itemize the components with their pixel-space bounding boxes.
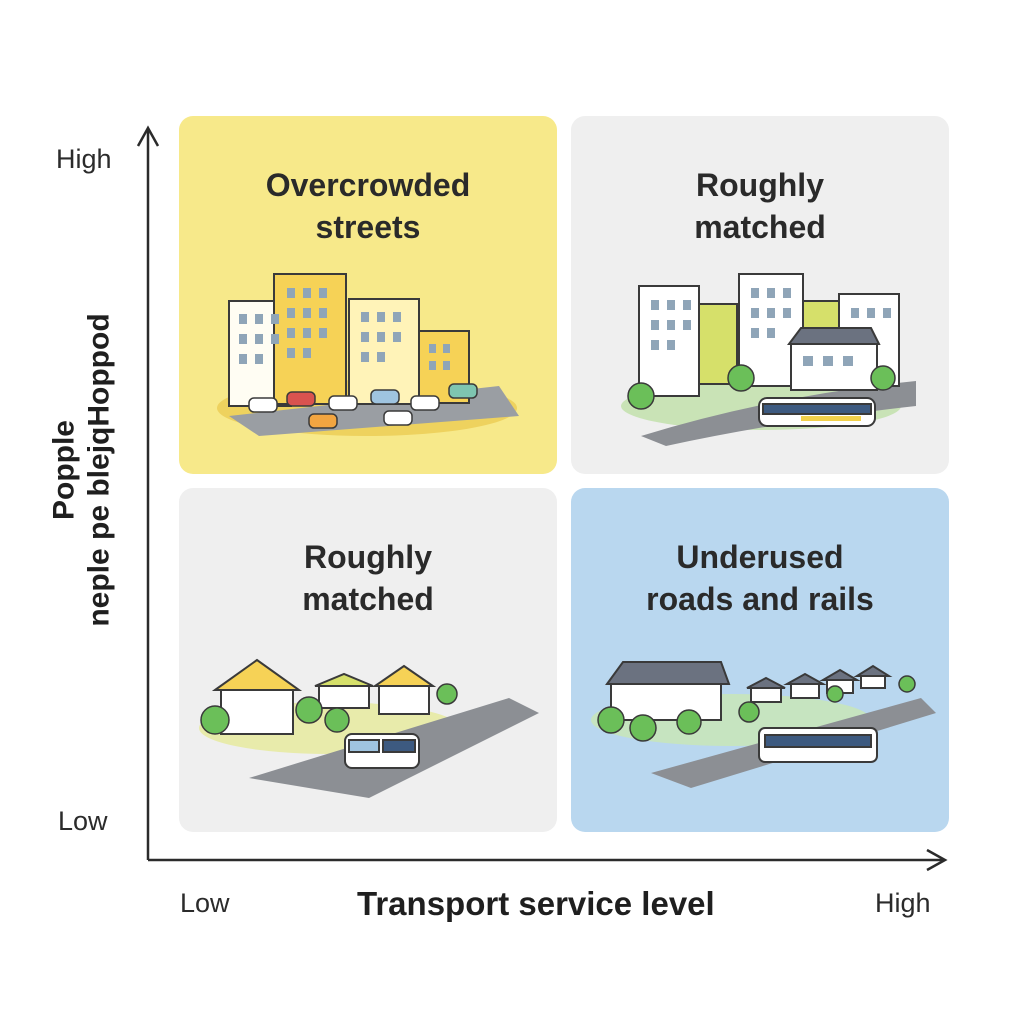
y-high-label: High	[56, 144, 112, 174]
mixed-city-illustration	[621, 273, 916, 446]
x-low-label: Low	[180, 888, 230, 918]
y-axis-title: Popple neple pe blejqHoppod	[48, 313, 117, 626]
quadrant-roughly-matched-top: Roughly matched	[571, 116, 949, 474]
dense-city-illustration	[217, 273, 519, 436]
quadrant-title: Roughly matched	[302, 539, 434, 618]
quadrant-underused-roads-and-rails: Underused roads and rails	[571, 488, 949, 832]
quadrant-overcrowded-streets: Overcrowded streets	[179, 116, 557, 474]
y-low-label: Low	[58, 806, 108, 836]
x-axis-arrowhead	[926, 848, 948, 872]
quadrant-title: Overcrowded streets	[265, 167, 471, 246]
x-high-label: High	[875, 888, 931, 918]
y-axis-arrowhead	[136, 125, 160, 147]
quadrant-roughly-matched-bottom: Roughly matched	[179, 488, 557, 832]
sparse-suburb-illustration	[591, 661, 936, 788]
quadrant-title: Roughly matched	[694, 167, 826, 246]
y-axis-title-line1: Popple	[47, 420, 81, 521]
quadrant-title: Underused roads and rails	[646, 539, 874, 618]
x-axis-title: Transport service level	[357, 885, 715, 922]
suburban-illustration	[199, 658, 539, 798]
y-axis-title-line2: neple pe blejqHoppod	[82, 313, 115, 627]
